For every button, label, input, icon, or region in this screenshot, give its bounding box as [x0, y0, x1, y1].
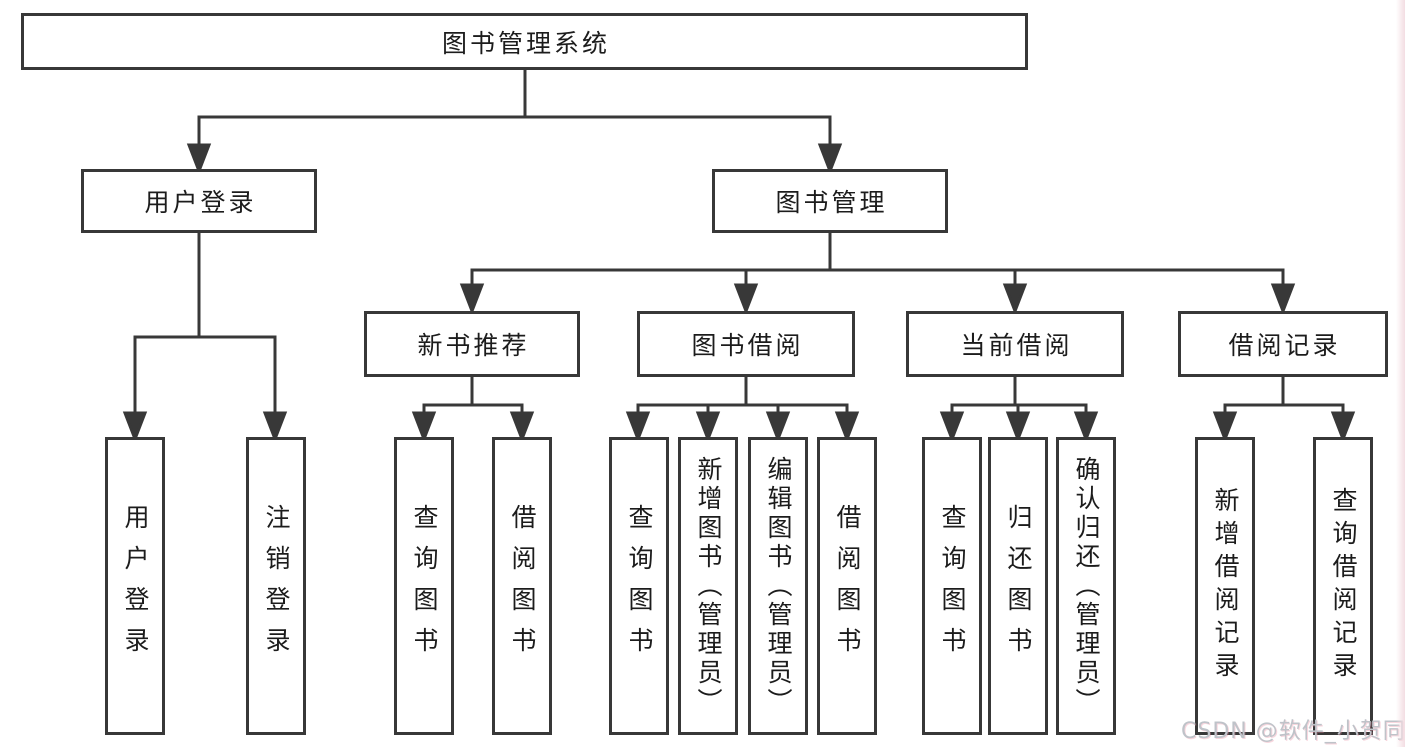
- node-root-system: 图书管理系统: [21, 13, 1028, 70]
- node-confirm-return-admin: 确认归还（管理员）: [1056, 437, 1116, 735]
- node-query-books-current: 查询图书: [922, 437, 982, 735]
- node-add-book-admin: 新增图书（管理员）: [678, 437, 738, 735]
- node-add-borrow-record: 新增借阅记录: [1195, 437, 1255, 735]
- node-return-book: 归还图书: [988, 437, 1048, 735]
- node-book-borrowing: 图书借阅: [637, 311, 855, 377]
- node-new-book-recommend: 新书推荐: [364, 311, 580, 377]
- node-logout-leaf: 注销登录: [246, 437, 306, 735]
- node-query-borrow-record: 查询借阅记录: [1313, 437, 1373, 735]
- node-borrowing-records: 借阅记录: [1178, 311, 1388, 377]
- node-borrow-books-recommend: 借阅图书: [492, 437, 552, 735]
- node-query-books-borrowing: 查询图书: [609, 437, 669, 735]
- right-edge-strip: [1396, 0, 1405, 747]
- node-borrow-books-borrowing: 借阅图书: [817, 437, 877, 735]
- node-current-borrowing: 当前借阅: [906, 311, 1124, 377]
- node-edit-book-admin: 编辑图书（管理员）: [748, 437, 808, 735]
- node-book-management-module: 图书管理: [712, 169, 948, 233]
- node-user-login-leaf: 用户登录: [105, 437, 165, 735]
- csdn-watermark: CSDN @软件_小贺同学: [1181, 719, 1405, 744]
- node-query-books-recommend: 查询图书: [394, 437, 454, 735]
- node-user-login-module: 用户登录: [81, 169, 317, 233]
